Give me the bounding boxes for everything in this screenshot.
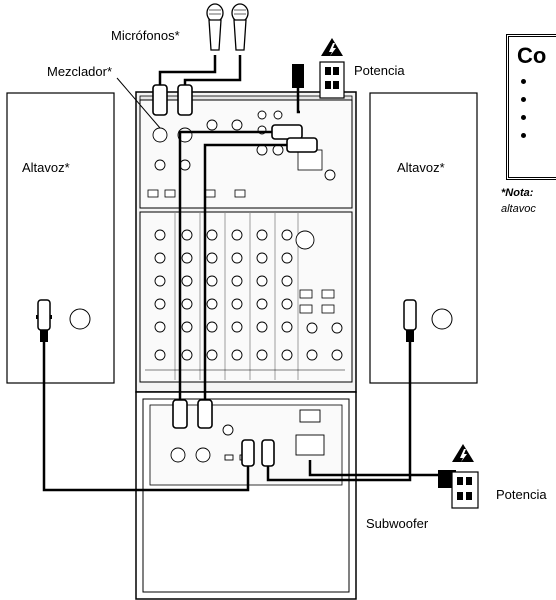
note-line2: altavoc — [501, 203, 536, 215]
bullet-dot — [521, 133, 526, 138]
subwoofer-label: Subwoofer — [366, 516, 429, 531]
bullet-dot — [521, 97, 526, 102]
note-prefix: *Nota: — [501, 187, 534, 199]
speaker-left-label: Altavoz* — [22, 160, 70, 175]
power-top-label: Potencia — [354, 63, 405, 78]
mixer — [135, 91, 357, 393]
bullet-dot — [521, 115, 526, 120]
side-info-box: Co — [506, 34, 556, 180]
power-bottom-label: Potencia — [496, 487, 547, 502]
side-box-title: Co — [517, 43, 547, 68]
bullet-dot — [521, 79, 526, 84]
mixer-label: Mezclador* — [47, 64, 113, 79]
speaker-right-label: Altavoz* — [397, 160, 445, 175]
warning-icon — [321, 38, 343, 56]
left-speaker — [6, 92, 115, 384]
microphones-label: Micrófonos* — [111, 28, 180, 43]
xlr-connectors — [152, 84, 318, 467]
power-outlet-icon — [292, 61, 345, 99]
right-speaker — [369, 92, 478, 384]
mixer-pointer-line — [116, 77, 161, 129]
subwoofer — [135, 391, 357, 600]
power-outlet-icon-bottom — [438, 444, 479, 509]
microphone-icon — [206, 3, 249, 51]
